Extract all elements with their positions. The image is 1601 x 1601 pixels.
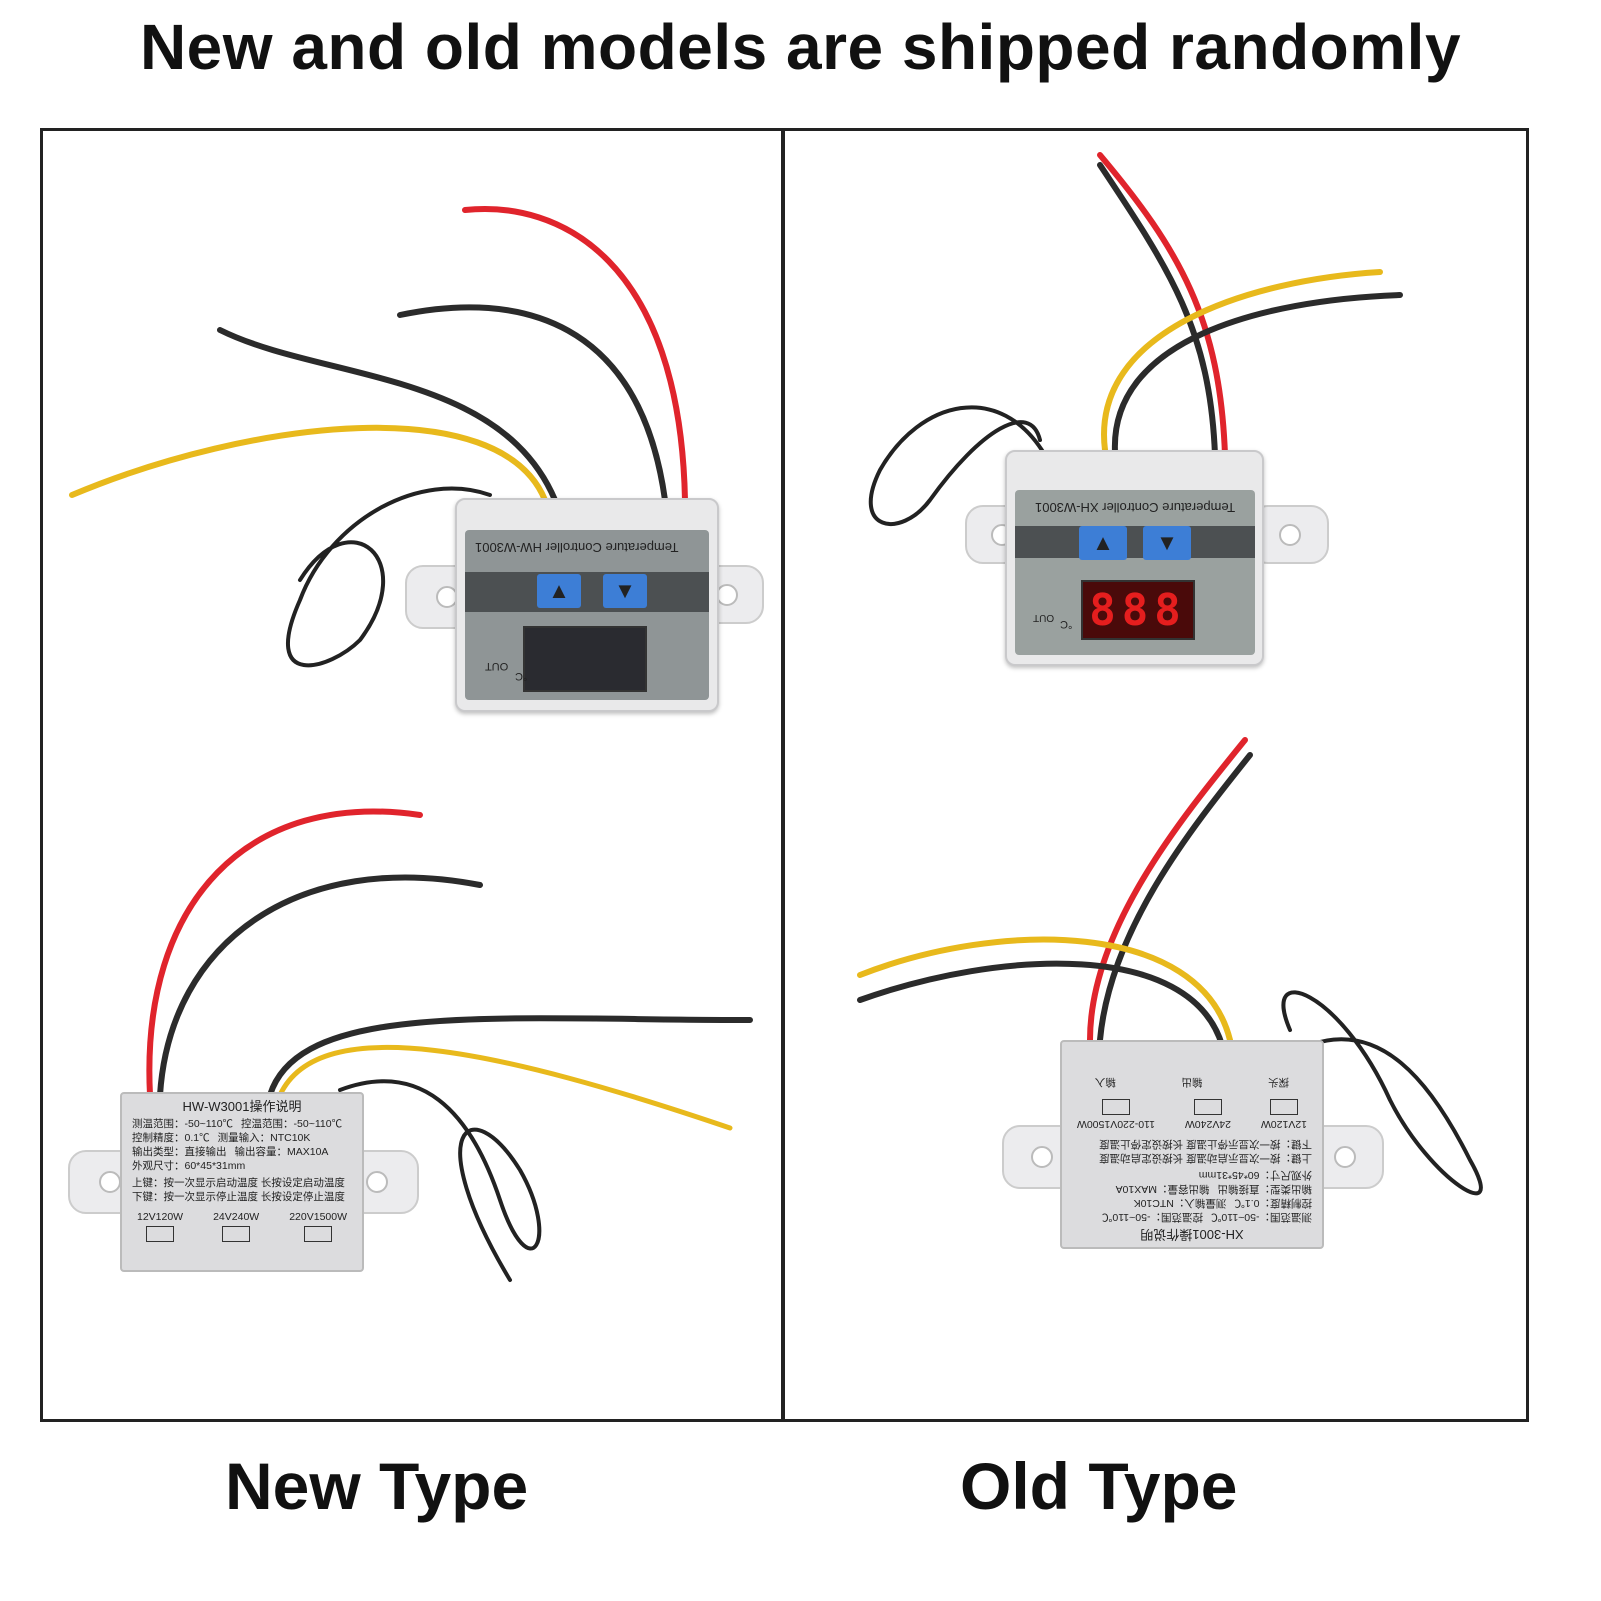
down-button[interactable]: ▼ (603, 574, 647, 608)
voltage-option: 110-220V1500W (1076, 1118, 1155, 1130)
unit-label: °C (515, 670, 528, 682)
voltage-option: 12V120W (136, 1211, 184, 1223)
spec: 输出类型：直接输出 (132, 1146, 227, 1158)
spec: 输出类型：直接输出 (1217, 1183, 1313, 1195)
spec: 测量输入：NTC10K (217, 1132, 311, 1144)
terminal-label: 探头 (1268, 1076, 1290, 1088)
display (523, 626, 647, 692)
key-instruction: 上键：按一次显示启动温度 长按设定启动温度 (132, 1177, 345, 1189)
up-button[interactable]: ▲ (1079, 526, 1127, 560)
spec: 测量输入：NTC10K (1133, 1197, 1227, 1209)
down-button[interactable]: ▼ (1143, 526, 1191, 560)
new-type-front-device: Temperature Controller HW-W3001 ▲ ▼ OUT … (455, 498, 719, 712)
voltage-option: 12V120W (1260, 1118, 1308, 1130)
spec: 外观尺寸：60*45*31mm (132, 1160, 246, 1172)
spec: 控制精度：0.1℃ (1234, 1197, 1312, 1209)
voltage-option: 24V240W (1184, 1118, 1232, 1130)
device-label: Temperature Controller XH-W3001 (1035, 500, 1236, 515)
display: 888 (1081, 580, 1195, 640)
voltage-option: 24V240W (213, 1211, 260, 1223)
device-label: Temperature Controller HW-W3001 (475, 540, 679, 555)
old-type-front-device: Temperature Controller XH-W3001 ▲ ▼ 888 … (1005, 450, 1264, 666)
divider (781, 128, 785, 1422)
spec: 输出容量：MAX10A (234, 1146, 329, 1158)
new-type-caption: New Type (225, 1449, 529, 1523)
label-heading: XH-3001操作说明 (1140, 1227, 1244, 1242)
spec: 控制精度：0.1℃ (132, 1132, 210, 1144)
key-instruction: 上键：按一次显示启动温度 长按设定启动温度 (1099, 1152, 1312, 1164)
old-type-back-label: XH-3001操作说明 测温范围：-50~110℃ 控温范围：-50~110℃ 控… (1060, 1040, 1324, 1249)
voltage-option: 220V1500W (289, 1211, 347, 1223)
spec: 外观尺寸：60*45*31mm (1198, 1169, 1312, 1181)
spec: 控温范围：-50~110℃ (241, 1118, 343, 1130)
page-title: New and old models are shipped randomly (139, 11, 1462, 83)
out-label: OUT (1033, 612, 1055, 623)
label-heading: HW-W3001操作说明 (182, 1099, 302, 1114)
terminal-label: 输出 (1181, 1076, 1203, 1088)
spec: 测温范围：-50~110℃ (1210, 1211, 1312, 1223)
spec: 输出容量：MAX10A (1115, 1183, 1210, 1195)
unit-label: °C (1060, 618, 1073, 630)
key-instruction: 下键：按一次显示停止温度 长按设定停止温度 (132, 1191, 345, 1203)
up-button[interactable]: ▲ (537, 574, 581, 608)
terminal-label: 输入 (1094, 1076, 1116, 1088)
spec: 控温范围：-50~110℃ (1101, 1211, 1203, 1223)
key-instruction: 下键：按一次显示停止温度 长按设定停止温度 (1099, 1138, 1312, 1150)
out-label: OUT (485, 660, 509, 672)
old-type-caption: Old Type (960, 1449, 1238, 1523)
spec: 测温范围：-50~110℃ (132, 1118, 234, 1130)
